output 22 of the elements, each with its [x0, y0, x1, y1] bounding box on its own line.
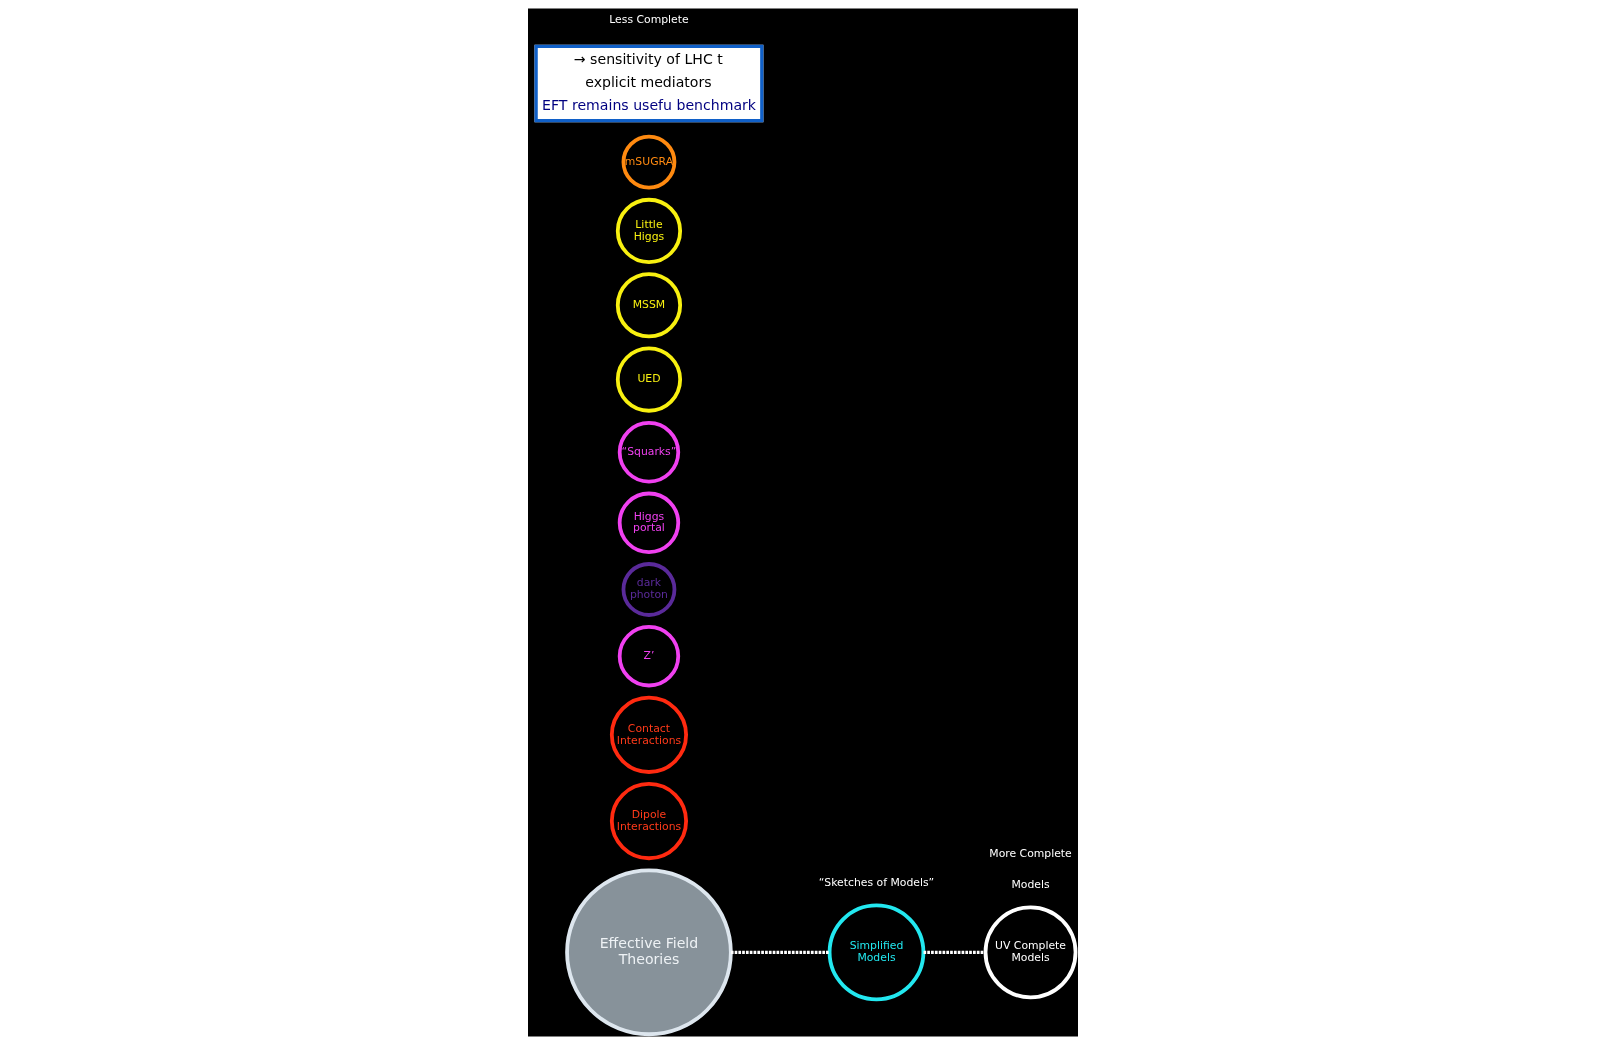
- connector: [923, 950, 986, 954]
- node-circle: mSUGRA: [621, 134, 677, 190]
- connector: [730, 950, 830, 954]
- label: More Complete: [989, 846, 1072, 860]
- node-circle: Dipole Interactions: [609, 782, 688, 861]
- node-circle: Contact Interactions: [609, 695, 688, 774]
- node-circle: dark photon: [621, 562, 677, 617]
- label: Models: [1011, 878, 1050, 892]
- label: “Sketches of Models”: [818, 876, 935, 890]
- node-circle: UV Complete Models: [983, 905, 1078, 1000]
- label: → sensitivity of LHC t: [573, 50, 723, 67]
- node-circle: Little Higgs: [615, 197, 683, 265]
- node-circle: Higgs portal: [617, 491, 681, 554]
- label: EFT remains usefu benchmark: [542, 97, 757, 114]
- label: explicit mediators: [585, 74, 712, 91]
- node-circle: Effective Field Theories: [565, 868, 733, 1037]
- label: Less Complete: [609, 13, 689, 27]
- node-circle: Simplified Models: [827, 903, 926, 1002]
- node-circle: UED: [615, 346, 683, 413]
- node-circle: “Squarks”: [617, 421, 681, 484]
- node-circle: Z’: [617, 625, 681, 688]
- node-circle: MSSM: [615, 272, 683, 339]
